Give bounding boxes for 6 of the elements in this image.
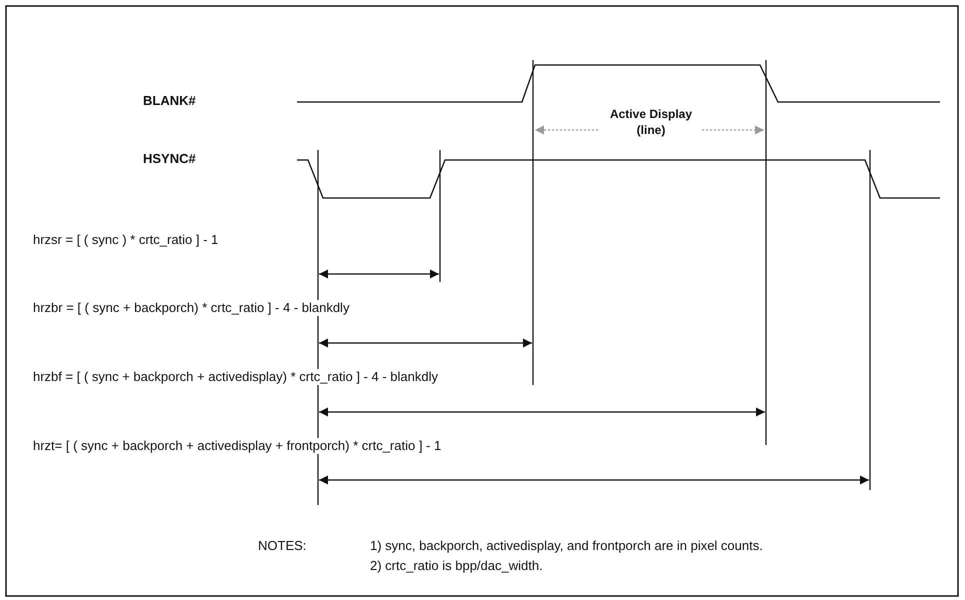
note-text: 1) sync, backporch, activedisplay, and frontporch are in pixel counts.	[370, 538, 763, 554]
formula-text: hrzbf = [ ( sync + backporch + activedisplay) * crtc_ratio ] - 4 - blankdly	[33, 369, 438, 385]
note-text: 2) crtc_ratio is bpp/dac_width.	[370, 558, 543, 574]
formula-text: hrzbr = [ ( sync + backporch) * crtc_ratio ] - 4 - blankdly	[33, 300, 350, 316]
formula-text: hrzsr = [ ( sync ) * crtc_ratio ] - 1	[33, 232, 218, 248]
formula-text: hrzt= [ ( sync + backporch + activedisplay + frontporch) * crtc_ratio ] - 1	[33, 438, 442, 454]
